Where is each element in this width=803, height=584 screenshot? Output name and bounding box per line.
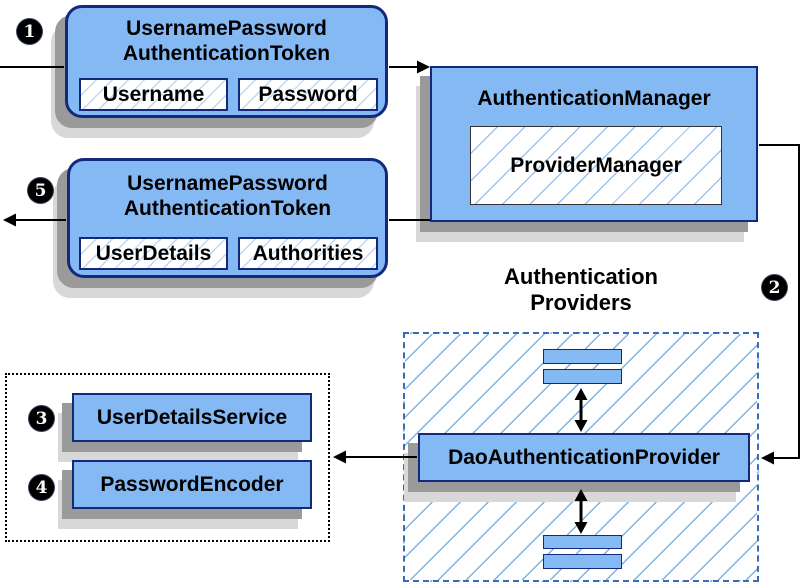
request-token-title-line1: UsernamePassword [126, 17, 327, 40]
step-2-badge: 2 [762, 275, 787, 300]
provider-list-bar-top-2 [543, 369, 622, 384]
user-details-service-node: UserDetailsService [72, 393, 312, 442]
request-token-title-line2: AuthenticationToken [122, 42, 331, 65]
step-2-arrow [759, 144, 800, 465]
request-token-node: UsernamePassword AuthenticationToken Use… [65, 5, 388, 118]
step-5-badge: 5 [28, 178, 53, 203]
response-token-title-line1: UsernamePassword [127, 172, 328, 195]
provider-list-bar-bottom-1 [543, 535, 622, 549]
username-field-box: Username [79, 78, 228, 111]
provider-manager-box: ProviderManager [470, 126, 722, 205]
provider-list-bar-bottom-2 [543, 554, 622, 569]
authentication-manager-node: AuthenticationManager ProviderManager [430, 66, 758, 222]
authorities-field-box: Authorities [238, 237, 378, 270]
dao-authentication-provider-node: DaoAuthenticationProvider [418, 433, 750, 482]
authentication-providers-label-line1: Authentication [504, 264, 658, 289]
authentication-providers-label: Authentication Providers [431, 264, 731, 316]
authentication-manager-title: AuthenticationManager [477, 87, 711, 110]
authentication-providers-label-line2: Providers [530, 290, 632, 315]
provider-list-bar-top-1 [543, 349, 622, 364]
response-token-title-line2: AuthenticationToken [123, 197, 332, 220]
services-container [5, 373, 330, 542]
password-encoder-node: PasswordEncoder [72, 460, 312, 509]
response-token-title: UsernamePassword AuthenticationToken [70, 171, 385, 221]
user-details-field-box: UserDetails [79, 237, 228, 270]
password-field-box: Password [238, 78, 378, 111]
step-3-badge: 3 [29, 406, 54, 431]
step-4-badge: 4 [29, 475, 54, 500]
response-token-node: UsernamePassword AuthenticationToken Use… [67, 158, 388, 278]
request-token-title: UsernamePassword AuthenticationToken [68, 16, 385, 66]
step-1-badge: 1 [17, 19, 42, 44]
